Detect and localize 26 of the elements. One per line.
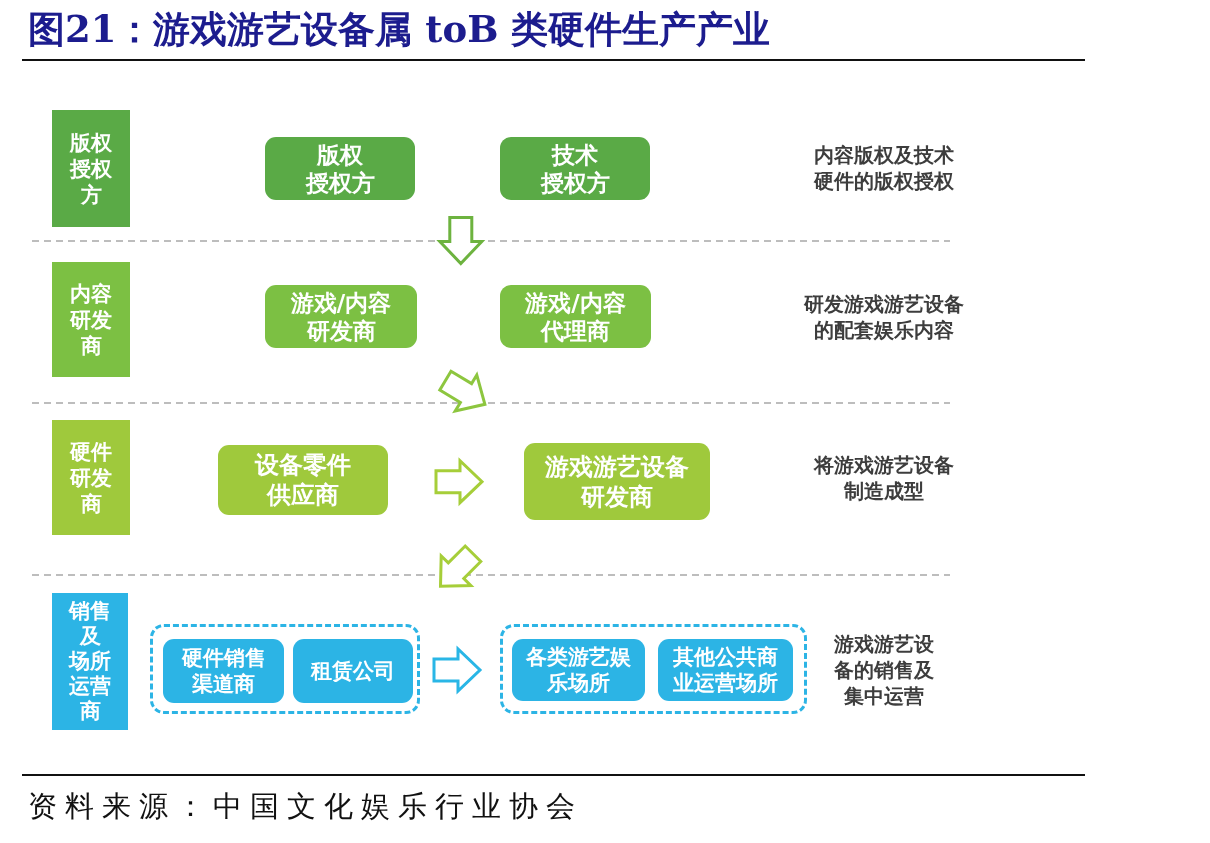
rounded-box: 各类游艺娱乐场所: [512, 639, 645, 701]
row-description: 内容版权及技术硬件的版权授权: [812, 142, 955, 194]
block-arrow: [434, 457, 485, 507]
side-label-bar: 版权授权方: [52, 110, 130, 227]
side-label-bar: 销售及场所运营商: [52, 593, 128, 730]
rounded-box: 游戏游艺设备研发商: [524, 443, 710, 520]
block-arrow: [438, 543, 483, 588]
block-arrow: [432, 645, 483, 695]
row-description: 游戏游艺设备的销售及集中运营: [833, 631, 935, 709]
row-description: 将游戏游艺设备制造成型: [812, 452, 955, 504]
dashed-frame: [150, 624, 420, 714]
rounded-box: 游戏/内容研发商: [265, 285, 417, 348]
rounded-box: 设备零件供应商: [218, 445, 388, 515]
figure-title: 图21：游戏游艺设备属 toB 类硬件生产产业: [28, 6, 771, 52]
side-label-bar: 内容研发商: [52, 262, 130, 377]
dashed-frame: [500, 624, 807, 714]
side-label-bar: 硬件研发商: [52, 420, 130, 535]
source-note: 资料来源：中国文化娱乐行业协会: [28, 788, 583, 825]
rounded-box: 其他公共商业运营场所: [658, 639, 793, 701]
rounded-box: 游戏/内容代理商: [500, 285, 651, 348]
rounded-box: 技术授权方: [500, 137, 650, 200]
rounded-box: 租赁公司: [293, 639, 413, 703]
rounded-box: 版权授权方: [265, 137, 415, 200]
block-arrow: [437, 369, 487, 414]
rounded-box: 硬件销售渠道商: [163, 639, 284, 703]
row-description: 研发游戏游艺设备的配套娱乐内容: [803, 291, 965, 343]
